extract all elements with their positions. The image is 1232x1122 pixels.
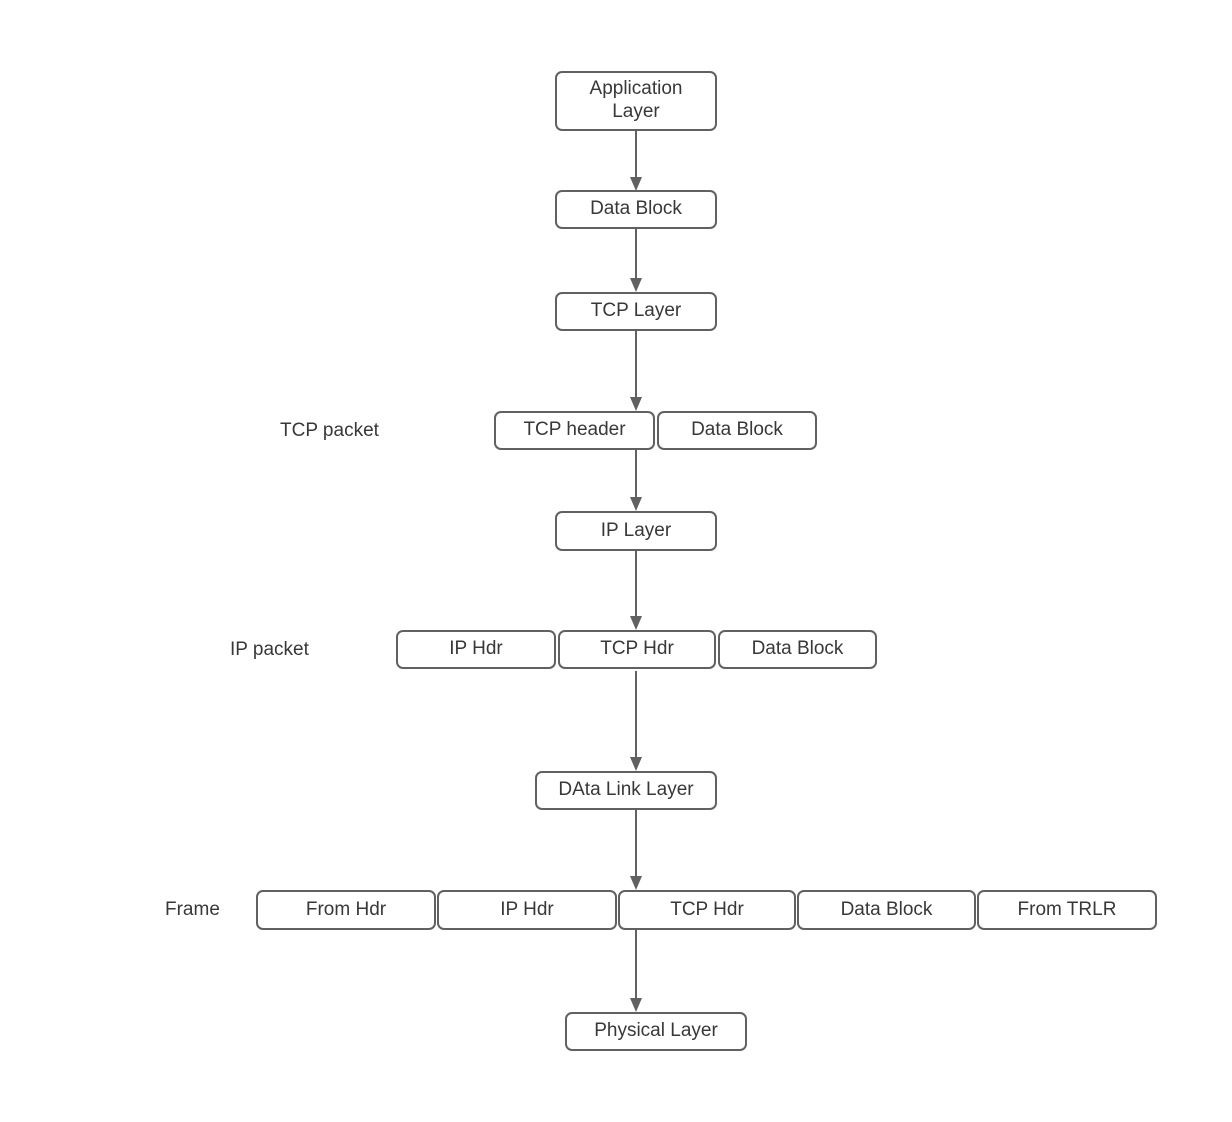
node-frame-from-hdr: From Hdr (256, 890, 436, 930)
node-data-link-layer: DAta Link Layer (535, 771, 717, 810)
arrow-frame-to-physical (629, 930, 643, 1012)
node-label: TCP header (523, 419, 626, 441)
arrow-tcppacket-to-iplayer (629, 450, 643, 511)
node-label: From Hdr (305, 898, 387, 920)
node-data-block-top: Data Block (555, 190, 717, 229)
node-label: From TRLR (1017, 898, 1117, 920)
node-label: DAta Link Layer (558, 779, 694, 801)
node-tcp-data-block: Data Block (657, 411, 817, 450)
node-label: IP Hdr (449, 638, 503, 660)
row-label-ip-packet: IP packet (230, 630, 309, 669)
node-label: IP Hdr (500, 898, 554, 920)
node-frame-data-block: Data Block (797, 890, 976, 930)
node-ip-layer: IP Layer (555, 511, 717, 551)
node-label: Data Block (751, 638, 844, 660)
node-tcp-layer: TCP Layer (555, 292, 717, 331)
node-label: Data Block (590, 198, 682, 220)
node-ip-tcp-hdr: TCP Hdr (558, 630, 716, 669)
node-label: Data Block (840, 898, 933, 920)
node-frame-tcp-hdr: TCP Hdr (618, 890, 796, 930)
arrow-iplayer-to-ippacket (629, 551, 643, 630)
row-label-tcp-packet: TCP packet (280, 411, 379, 450)
node-ip-data-block: Data Block (718, 630, 877, 669)
row-label-text: Frame (165, 899, 220, 920)
arrow-datalink-to-frame (629, 810, 643, 890)
node-frame-from-trlr: From TRLR (977, 890, 1157, 930)
node-label: TCP Hdr (670, 898, 744, 920)
node-label: IP Layer (600, 519, 672, 541)
arrow-ippacket-to-datalink (629, 671, 643, 771)
node-label: TCP Layer (590, 300, 682, 322)
node-label: Physical Layer (594, 1020, 718, 1042)
node-application-layer: Application Layer (555, 71, 717, 131)
node-label: Data Block (691, 419, 783, 441)
arrow-tcplayer-to-tcppacket (629, 331, 643, 411)
node-frame-ip-hdr: IP Hdr (437, 890, 617, 930)
node-label: TCP Hdr (600, 638, 674, 660)
row-label-text: TCP packet (280, 419, 379, 441)
node-tcp-header: TCP header (494, 411, 655, 450)
arrow-application-to-datablock (629, 131, 643, 191)
row-label-text: IP packet (230, 638, 309, 660)
node-label: Application Layer (589, 78, 683, 122)
node-ip-hdr: IP Hdr (396, 630, 556, 669)
node-physical-layer: Physical Layer (565, 1012, 747, 1051)
row-label-frame: Frame (165, 890, 220, 930)
arrow-datablock-to-tcplayer (629, 229, 643, 292)
